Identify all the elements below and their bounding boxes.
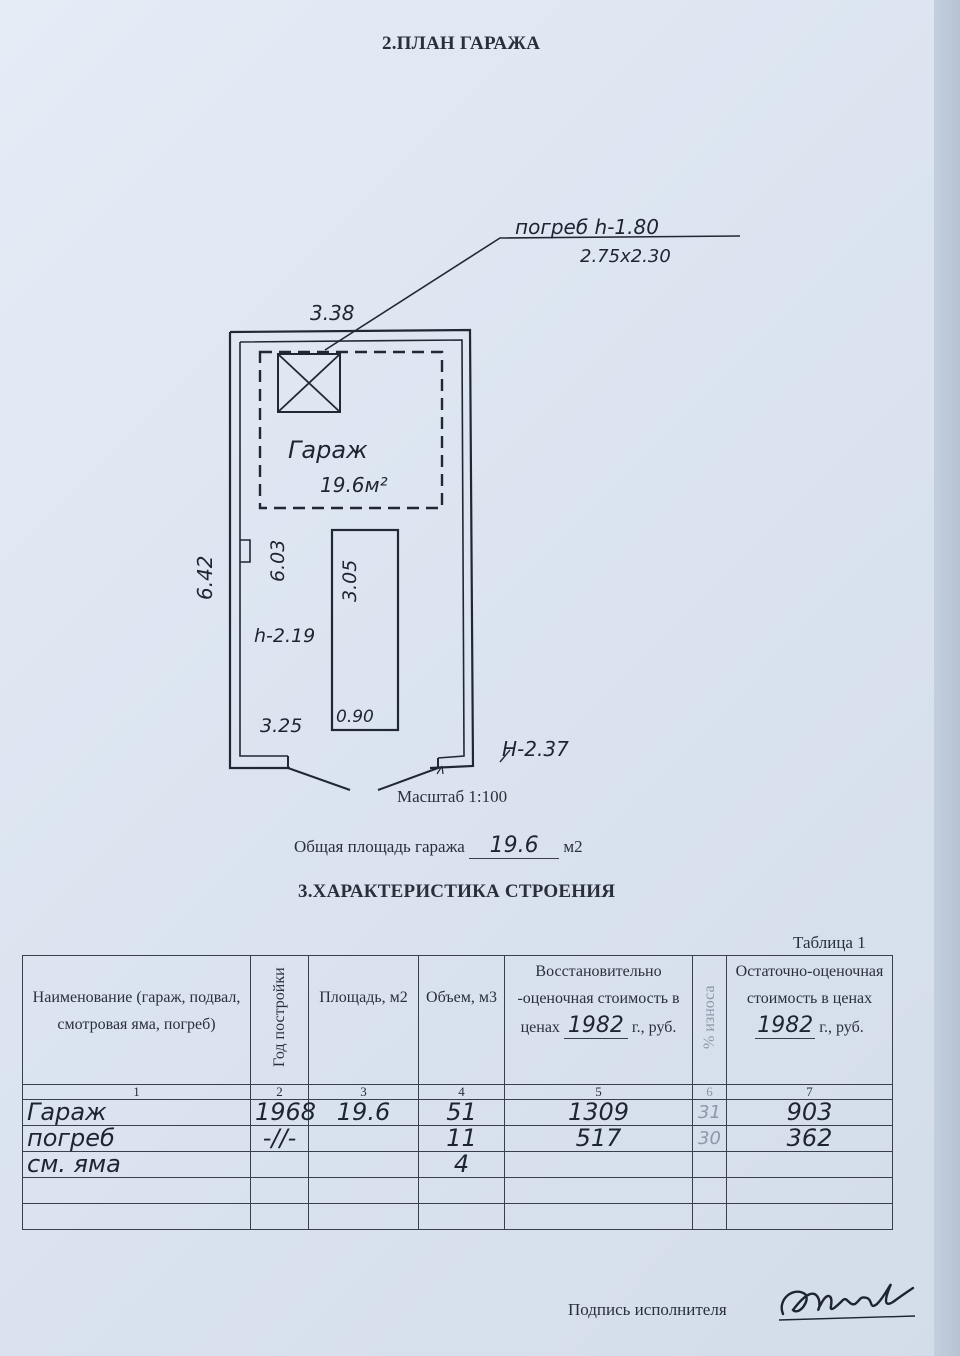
room-name: Гараж: [288, 436, 368, 464]
width-top: 3.38: [310, 301, 355, 325]
outer-wall-right: [229, 328, 475, 770]
outer-height: H-2.37: [502, 737, 569, 761]
table-header-row: Наименование (гараж, подвал, смотровая я…: [22, 955, 893, 1085]
characteristics-heading: 3.ХАРАКТЕРИСТИКА СТРОЕНИЯ: [298, 881, 616, 902]
header-residual: Остаточно-оценочная стоимость в ценах 19…: [726, 955, 893, 1085]
table-row: [22, 1203, 893, 1230]
total-area-label: Общая площадь гаража: [294, 837, 465, 856]
cellar-hatch: [277, 353, 341, 413]
cellar-label: погреб h-1.80: [515, 215, 659, 239]
plan-heading: 2.ПЛАН ГАРАЖА: [382, 33, 541, 54]
scale-label: Масштаб 1:100: [397, 787, 507, 806]
restoration-year: 1982: [563, 1013, 628, 1039]
inspection-pit: [330, 528, 400, 732]
pit-width: 0.90: [336, 707, 374, 727]
signature: [778, 1283, 916, 1321]
cellar-size: 2.75x2.30: [580, 246, 671, 267]
room-area: 19.6м²: [320, 473, 388, 497]
gate-right: [377, 758, 439, 791]
characteristics-table: Наименование (гараж, подвал, смотровая я…: [22, 955, 893, 1230]
table-row: [22, 1177, 893, 1204]
table-row: погреб -//- 11 517 30 362: [22, 1125, 893, 1152]
total-area-value: 19.6: [469, 833, 560, 859]
residual-year: 1982: [755, 1013, 816, 1039]
total-area-unit: м2: [563, 837, 583, 856]
header-area: Площадь, м2: [308, 955, 419, 1085]
outer-length: 6.42: [193, 555, 217, 600]
pit-length: 3.05: [339, 560, 361, 602]
inner-length: 6.03: [267, 540, 289, 582]
header-restoration: Восстановительно -оценочная стоимость в …: [504, 955, 693, 1085]
signature-label: Подпись исполнителя: [568, 1300, 727, 1319]
cellar-dashed-outline: [258, 350, 444, 510]
inner-width: 3.25: [260, 715, 302, 737]
garage-floor-plan: погреб h-1.80 2.75x2.30 3.38 6.42 6.03 3…: [193, 215, 741, 806]
total-area-line: Общая площадь гаража 19.6 м2: [294, 833, 583, 859]
table-caption: Таблица 1: [793, 933, 866, 952]
header-volume: Объем, м3: [418, 955, 505, 1085]
gate-left: [287, 756, 351, 791]
header-wear: % износа: [692, 955, 727, 1085]
table-row: см. яма 4: [22, 1151, 893, 1178]
inner-height: h-2.19: [254, 625, 315, 647]
header-name: Наименование (гараж, подвал, смотровая я…: [22, 955, 251, 1085]
header-year: Год постройки: [250, 955, 309, 1085]
outer-wall-left: [228, 332, 290, 770]
cellar-leader-line: [324, 235, 741, 351]
paper-edge: [934, 0, 960, 1356]
table-row: Гараж 1968 19.6 51 1309 31 903: [22, 1099, 893, 1126]
